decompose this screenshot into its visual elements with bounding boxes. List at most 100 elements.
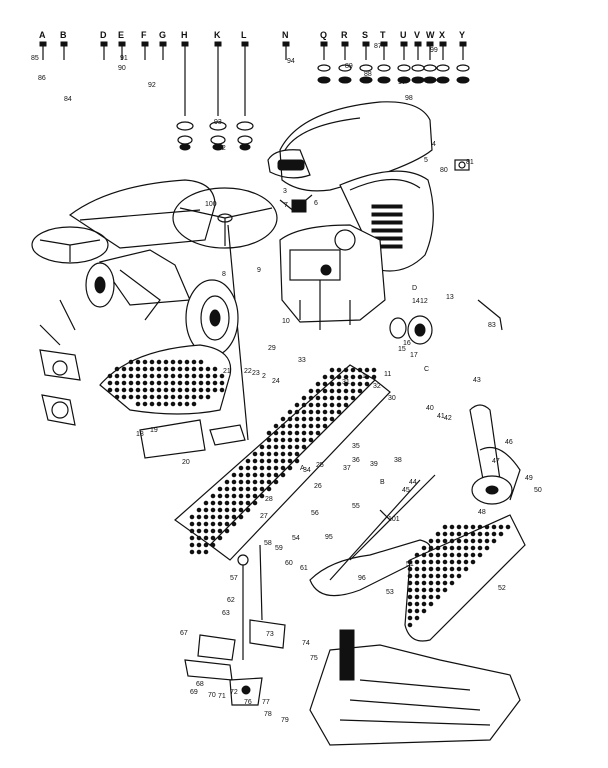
callout-number: 92 bbox=[148, 82, 156, 89]
callout-number: 24 bbox=[272, 378, 280, 385]
bolt-icon bbox=[176, 41, 194, 151]
callout-number: 3 bbox=[283, 188, 287, 195]
callout-number: 48 bbox=[478, 509, 486, 516]
key-icon bbox=[477, 299, 503, 331]
callout-number: 99 bbox=[430, 47, 438, 54]
callout-number: 84 bbox=[64, 96, 72, 103]
bolt-icon bbox=[282, 41, 290, 60]
mount-plate bbox=[139, 419, 246, 459]
bolt-icon bbox=[60, 41, 68, 60]
callout-number: 4 bbox=[432, 141, 436, 148]
bolt-icon bbox=[118, 41, 126, 60]
callout-number: 93 bbox=[214, 119, 222, 126]
hardware-letter: U bbox=[400, 30, 407, 40]
callout-number: 5 bbox=[424, 157, 428, 164]
callout-number: 87 bbox=[374, 43, 382, 50]
hardware-letter: W bbox=[426, 30, 435, 40]
left-linkage-parts bbox=[39, 349, 81, 426]
callout-number: 20 bbox=[182, 459, 190, 466]
view-label: B bbox=[380, 479, 385, 486]
callout-number: 13 bbox=[446, 294, 454, 301]
lift-lever-assembly bbox=[184, 544, 286, 681]
callout-number: 74 bbox=[302, 640, 310, 647]
callout-number: 16 bbox=[403, 340, 411, 347]
callout-number: 95 bbox=[325, 534, 333, 541]
pulley-icon bbox=[471, 446, 521, 505]
callout-number: 43 bbox=[473, 377, 481, 384]
callout-number: 61 bbox=[300, 565, 308, 572]
hardware-letter: S bbox=[362, 30, 368, 40]
callout-number: 79 bbox=[281, 717, 289, 724]
bolt-icon bbox=[338, 41, 352, 84]
bolt-icon bbox=[377, 41, 391, 84]
callout-number: 50 bbox=[534, 487, 542, 494]
hardware-letter: F bbox=[141, 30, 147, 40]
callout-number: 14 bbox=[412, 298, 420, 305]
callout-number: 7 bbox=[284, 202, 288, 209]
hardware-letter: D bbox=[100, 30, 107, 40]
callout-number: 40 bbox=[426, 405, 434, 412]
callout-number: 46 bbox=[505, 439, 513, 446]
callout-number: 69 bbox=[190, 689, 198, 696]
callout-number: 54 bbox=[292, 535, 300, 542]
bolt-icon bbox=[141, 41, 149, 60]
pulley-icon bbox=[389, 315, 433, 345]
bolt-icon bbox=[39, 41, 47, 60]
callout-number: 49 bbox=[525, 475, 533, 482]
callout-number: 35 bbox=[352, 443, 360, 450]
grille-housing bbox=[339, 170, 434, 272]
callout-number: 63 bbox=[222, 610, 230, 617]
view-label: A bbox=[300, 465, 305, 472]
side-panel bbox=[404, 514, 526, 642]
bolt-icon bbox=[236, 41, 254, 151]
hardware-letter: Y bbox=[459, 30, 465, 40]
callout-number: 42 bbox=[444, 415, 452, 422]
callout-number: 53 bbox=[386, 589, 394, 596]
callout-number: 1 bbox=[362, 373, 366, 380]
callout-number: 37 bbox=[343, 465, 351, 472]
callout-number: 67 bbox=[180, 630, 188, 637]
callout-number: 68 bbox=[196, 681, 204, 688]
view-label: C bbox=[424, 366, 429, 373]
callout-number: 85 bbox=[31, 55, 39, 62]
hardware-letter: Q bbox=[320, 30, 327, 40]
callout-number: 96 bbox=[358, 575, 366, 582]
hardware-letter: G bbox=[159, 30, 166, 40]
callout-number: 77 bbox=[262, 699, 270, 706]
callout-number: 38 bbox=[394, 457, 402, 464]
bolt-icon bbox=[317, 41, 331, 84]
steering-wheel-icon bbox=[31, 226, 109, 264]
callout-number: 30 bbox=[388, 395, 396, 402]
bolt-icon bbox=[397, 41, 411, 84]
callout-number: 12 bbox=[420, 298, 428, 305]
callout-number: 86 bbox=[38, 75, 46, 82]
callout-number: 39 bbox=[370, 461, 378, 468]
callout-number: 78 bbox=[264, 711, 272, 718]
front-axle-assembly bbox=[39, 249, 191, 346]
connector-part bbox=[454, 159, 470, 171]
callout-number: 52 bbox=[498, 585, 506, 592]
callout-number: 58 bbox=[264, 540, 272, 547]
callout-number: 91 bbox=[120, 55, 128, 62]
callout-number: 32 bbox=[373, 383, 381, 390]
hardware-letter: E bbox=[118, 30, 124, 40]
callout-number: 29 bbox=[268, 345, 276, 352]
callout-number: 72 bbox=[230, 689, 238, 696]
callout-number: 57 bbox=[230, 575, 238, 582]
callout-number: 71 bbox=[218, 693, 226, 700]
callout-number: 62 bbox=[227, 597, 235, 604]
callout-number: 98 bbox=[405, 95, 413, 102]
callout-number: 73 bbox=[266, 631, 274, 638]
callout-number: 76 bbox=[244, 699, 252, 706]
callout-number: 2 bbox=[262, 373, 266, 380]
callout-number: 83 bbox=[488, 322, 496, 329]
callout-number: 10 bbox=[282, 318, 290, 325]
callout-number: 101 bbox=[388, 516, 400, 523]
floor-plate bbox=[99, 344, 232, 415]
callout-number: 97 bbox=[398, 79, 406, 86]
callout-number: 31 bbox=[342, 379, 350, 386]
callout-number: 44 bbox=[409, 479, 417, 486]
hood-icon bbox=[267, 101, 433, 192]
callout-number: 100 bbox=[205, 201, 217, 208]
